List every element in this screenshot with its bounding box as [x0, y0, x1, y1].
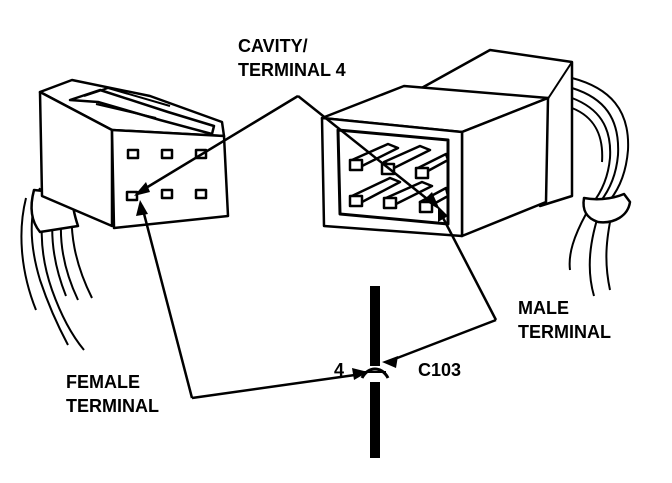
- female-cavity-5: [160, 188, 174, 200]
- arrow-pin-left: [352, 368, 368, 380]
- female-cavity-4: [125, 190, 139, 202]
- female-cavity-6: [194, 188, 208, 200]
- female-cavity-1: [126, 148, 140, 160]
- label-cavity-line2: TERMINAL 4: [238, 60, 346, 80]
- female-connector-latch: [68, 88, 216, 136]
- male-pins: [348, 142, 450, 214]
- leader-female-terminal: [140, 205, 194, 399]
- male-connector: [320, 48, 632, 297]
- wire-segment-top: [370, 286, 380, 366]
- arrow-pin-right: [382, 356, 398, 368]
- leader-cavity-to-female: [135, 94, 299, 196]
- female-connector: [20, 78, 230, 351]
- female-connector-side: [38, 90, 114, 228]
- labels: CAVITY/ TERMINAL 4 MALE TERMINAL FEMALE …: [66, 36, 611, 416]
- female-connector-front: [110, 128, 230, 230]
- arrow-female-cavity: [134, 182, 150, 196]
- arrow-female-terminal: [136, 200, 148, 216]
- leader-male-terminal: [438, 211, 498, 321]
- male-wire-sleeve: [582, 192, 632, 224]
- male-connector-wires: [568, 77, 630, 297]
- arrowheads: [134, 182, 448, 380]
- label-cavity-line1: CAVITY/: [238, 36, 308, 56]
- label-female-line2: TERMINAL: [66, 396, 159, 416]
- label-female-line1: FEMALE: [66, 372, 140, 392]
- label-male-line2: TERMINAL: [518, 322, 611, 342]
- female-cavity-2: [160, 148, 174, 160]
- leader-lines: [135, 94, 498, 400]
- wire-segment-bottom: [370, 382, 380, 458]
- label-male-line1: MALE: [518, 298, 569, 318]
- connector-symbol: [360, 367, 390, 379]
- arrow-male-cavity: [424, 192, 440, 210]
- leader-cavity-to-male: [297, 95, 437, 207]
- label-pin-number: 4: [334, 360, 344, 380]
- arrow-male-terminal: [438, 206, 448, 222]
- label-connector-id: C103: [418, 360, 461, 380]
